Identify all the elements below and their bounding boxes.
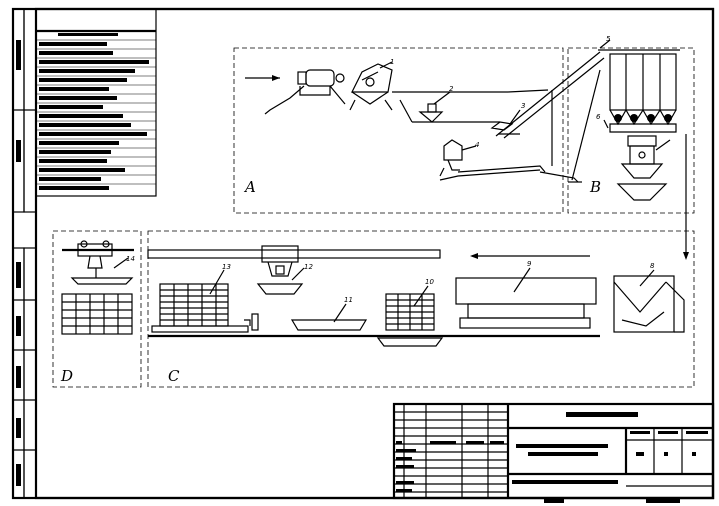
equipment-number-6: 6 <box>596 113 601 121</box>
return-arrow <box>470 253 590 259</box>
equipment-12-gripper <box>256 245 305 295</box>
equipment-number-1: 1 <box>390 58 394 66</box>
equipment-number-9: 9 <box>527 260 532 268</box>
equipment-5-distribution-conveyor <box>598 39 680 51</box>
zone-b-boundary <box>567 47 695 214</box>
zone-a-label: A <box>243 178 256 196</box>
equipment-8-hopper <box>613 269 685 333</box>
equipment-13-stack-on-cart <box>151 269 259 333</box>
zone-d-label: D <box>60 367 73 385</box>
equipment-6-silos <box>603 53 677 133</box>
transfer-arrow-b-to-c <box>683 134 689 260</box>
equipment-number-14: 14 <box>126 255 135 263</box>
equipment-7-mixer <box>616 135 671 201</box>
zone-c-label: C <box>168 367 180 385</box>
equipment-4-dispenser <box>439 139 546 181</box>
connecting-conveyor-a <box>392 89 549 123</box>
equipment-number-4: 4 <box>475 141 479 149</box>
zone-a-boundary <box>233 47 564 214</box>
zone-b-label: B <box>589 178 601 196</box>
equipment-number-5: 5 <box>606 35 611 43</box>
equipment-10-stacked-pallet <box>376 285 444 347</box>
zone-d-boundary <box>52 230 142 388</box>
equipment-11-tray <box>290 303 368 331</box>
equipment-3-conveyor-head <box>490 109 521 131</box>
equipment-number-11: 11 <box>344 296 353 304</box>
specification-table <box>35 8 157 197</box>
inclined-elevator <box>495 51 605 139</box>
equipment-14-unloading-gripper <box>61 240 134 335</box>
equipment-1-crusher <box>264 61 393 115</box>
title-block <box>392 402 715 503</box>
overhead-rail <box>147 249 441 259</box>
left-margin-strip <box>12 8 37 499</box>
zone-c-boundary <box>147 230 695 388</box>
equipment-number-10: 10 <box>425 278 434 286</box>
equipment-number-3: 3 <box>521 102 525 110</box>
equipment-9-forming-machine <box>455 267 597 329</box>
return-line <box>539 69 601 183</box>
equipment-number-8: 8 <box>650 262 655 270</box>
sheet-border <box>11 7 715 500</box>
equipment-2-feeder <box>418 91 451 123</box>
equipment-number-13: 13 <box>222 263 231 271</box>
equipment-number-12: 12 <box>304 263 313 271</box>
equipment-number-2: 2 <box>449 85 454 93</box>
intake-arrow <box>245 75 280 81</box>
